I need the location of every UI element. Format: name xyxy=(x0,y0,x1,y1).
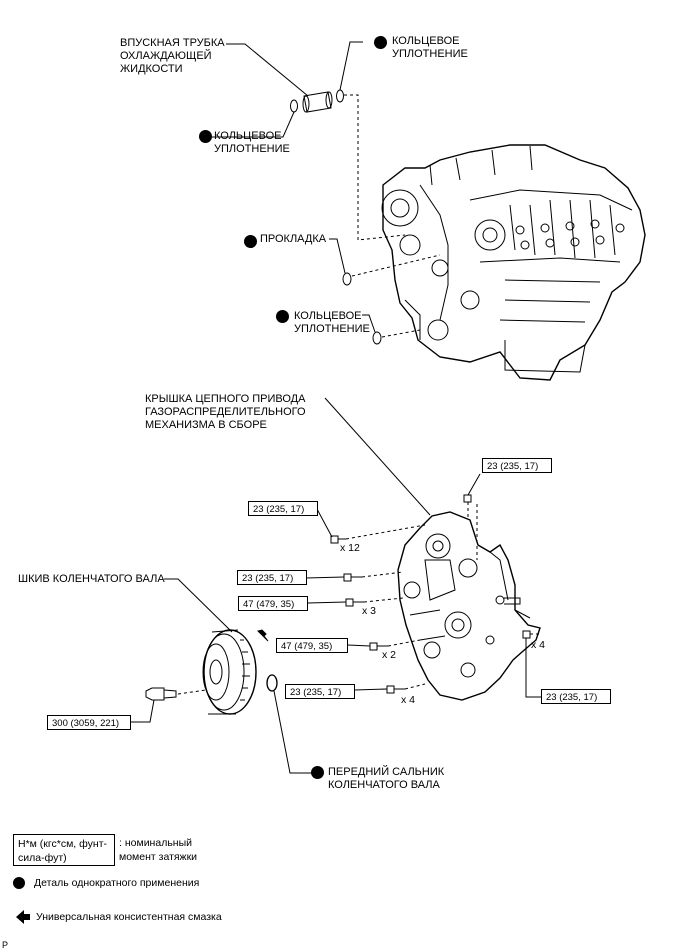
front-seal-illustration xyxy=(266,674,278,692)
non-reusable-marker xyxy=(311,766,324,779)
figure-code: P xyxy=(2,940,9,950)
non-reusable-marker xyxy=(276,310,289,323)
non-reusable-legend-icon xyxy=(13,877,25,889)
bolts xyxy=(330,494,531,694)
crank-bolt-illustration xyxy=(145,687,177,701)
non-reusable-marker xyxy=(244,235,257,248)
engine-block-illustration xyxy=(381,144,646,381)
o-ring-lower-illustration xyxy=(372,331,382,345)
label-o-ring-top: КОЛЬЦЕВОЕ УПЛОТНЕНИЕ xyxy=(392,35,468,60)
label-gasket: ПРОКЛАДКА xyxy=(260,233,327,245)
label-o-ring-left: КОЛЬЦЕВОЕ УПЛОТНЕНИЕ xyxy=(214,130,290,155)
quantity-label: x 4 xyxy=(531,639,546,651)
grease-arrow-icon xyxy=(257,629,269,642)
legend-grease: Универсальная консистентная смазка xyxy=(36,911,222,923)
label-front-seal: ПЕРЕДНИЙ САЛЬНИК КОЛЕНЧАТОГО ВАЛА xyxy=(328,766,445,791)
crank-pulley-illustration xyxy=(202,629,257,715)
torque-spec: 47 (479, 35) xyxy=(276,638,348,653)
label-inlet-pipe: ВПУСКНАЯ ТРУБКА ОХЛАЖДАЮЩЕЙ ЖИДКОСТИ xyxy=(120,37,225,75)
non-reusable-marker xyxy=(199,130,212,143)
legend-torque-unit: Н*м (кгс*см, фунт- сила-фут) xyxy=(13,834,115,866)
gasket-illustration xyxy=(342,272,352,286)
timing-cover-illustration xyxy=(397,511,541,701)
quantity-label: x 4 xyxy=(401,694,416,706)
legend-torque-desc: : номинальный момент затяжки xyxy=(119,837,198,863)
quantity-label: x 2 xyxy=(382,649,397,661)
dashed-assembly-lines xyxy=(177,94,542,695)
legend-non-reusable: Деталь однократного применения xyxy=(34,877,200,889)
torque-spec: 23 (235, 17) xyxy=(248,501,318,516)
label-crank-pulley: ШКИВ КОЛЕНЧАТОГО ВАЛА xyxy=(18,573,165,585)
quantity-label: x 12 xyxy=(340,542,360,554)
torque-spec: 23 (235, 17) xyxy=(285,684,355,699)
torque-spec: 300 (3059, 221) xyxy=(47,715,131,730)
quantity-label: x 3 xyxy=(362,605,377,617)
torque-spec: 23 (235, 17) xyxy=(237,570,307,585)
inlet-pipe-illustration xyxy=(290,89,344,113)
leader-lines xyxy=(130,41,541,774)
torque-spec: 47 (479, 35) xyxy=(238,596,308,611)
grease-legend-icon xyxy=(16,910,30,924)
torque-spec: 23 (235, 17) xyxy=(482,458,552,473)
label-o-ring-lower: КОЛЬЦЕВОЕ УПЛОТНЕНИЕ xyxy=(294,310,370,335)
label-timing-cover: КРЫШКА ЦЕПНОГО ПРИВОДА ГАЗОРАСПРЕДЕЛИТЕЛ… xyxy=(145,393,306,431)
torque-spec: 23 (235, 17) xyxy=(541,689,611,704)
non-reusable-marker xyxy=(374,36,387,49)
